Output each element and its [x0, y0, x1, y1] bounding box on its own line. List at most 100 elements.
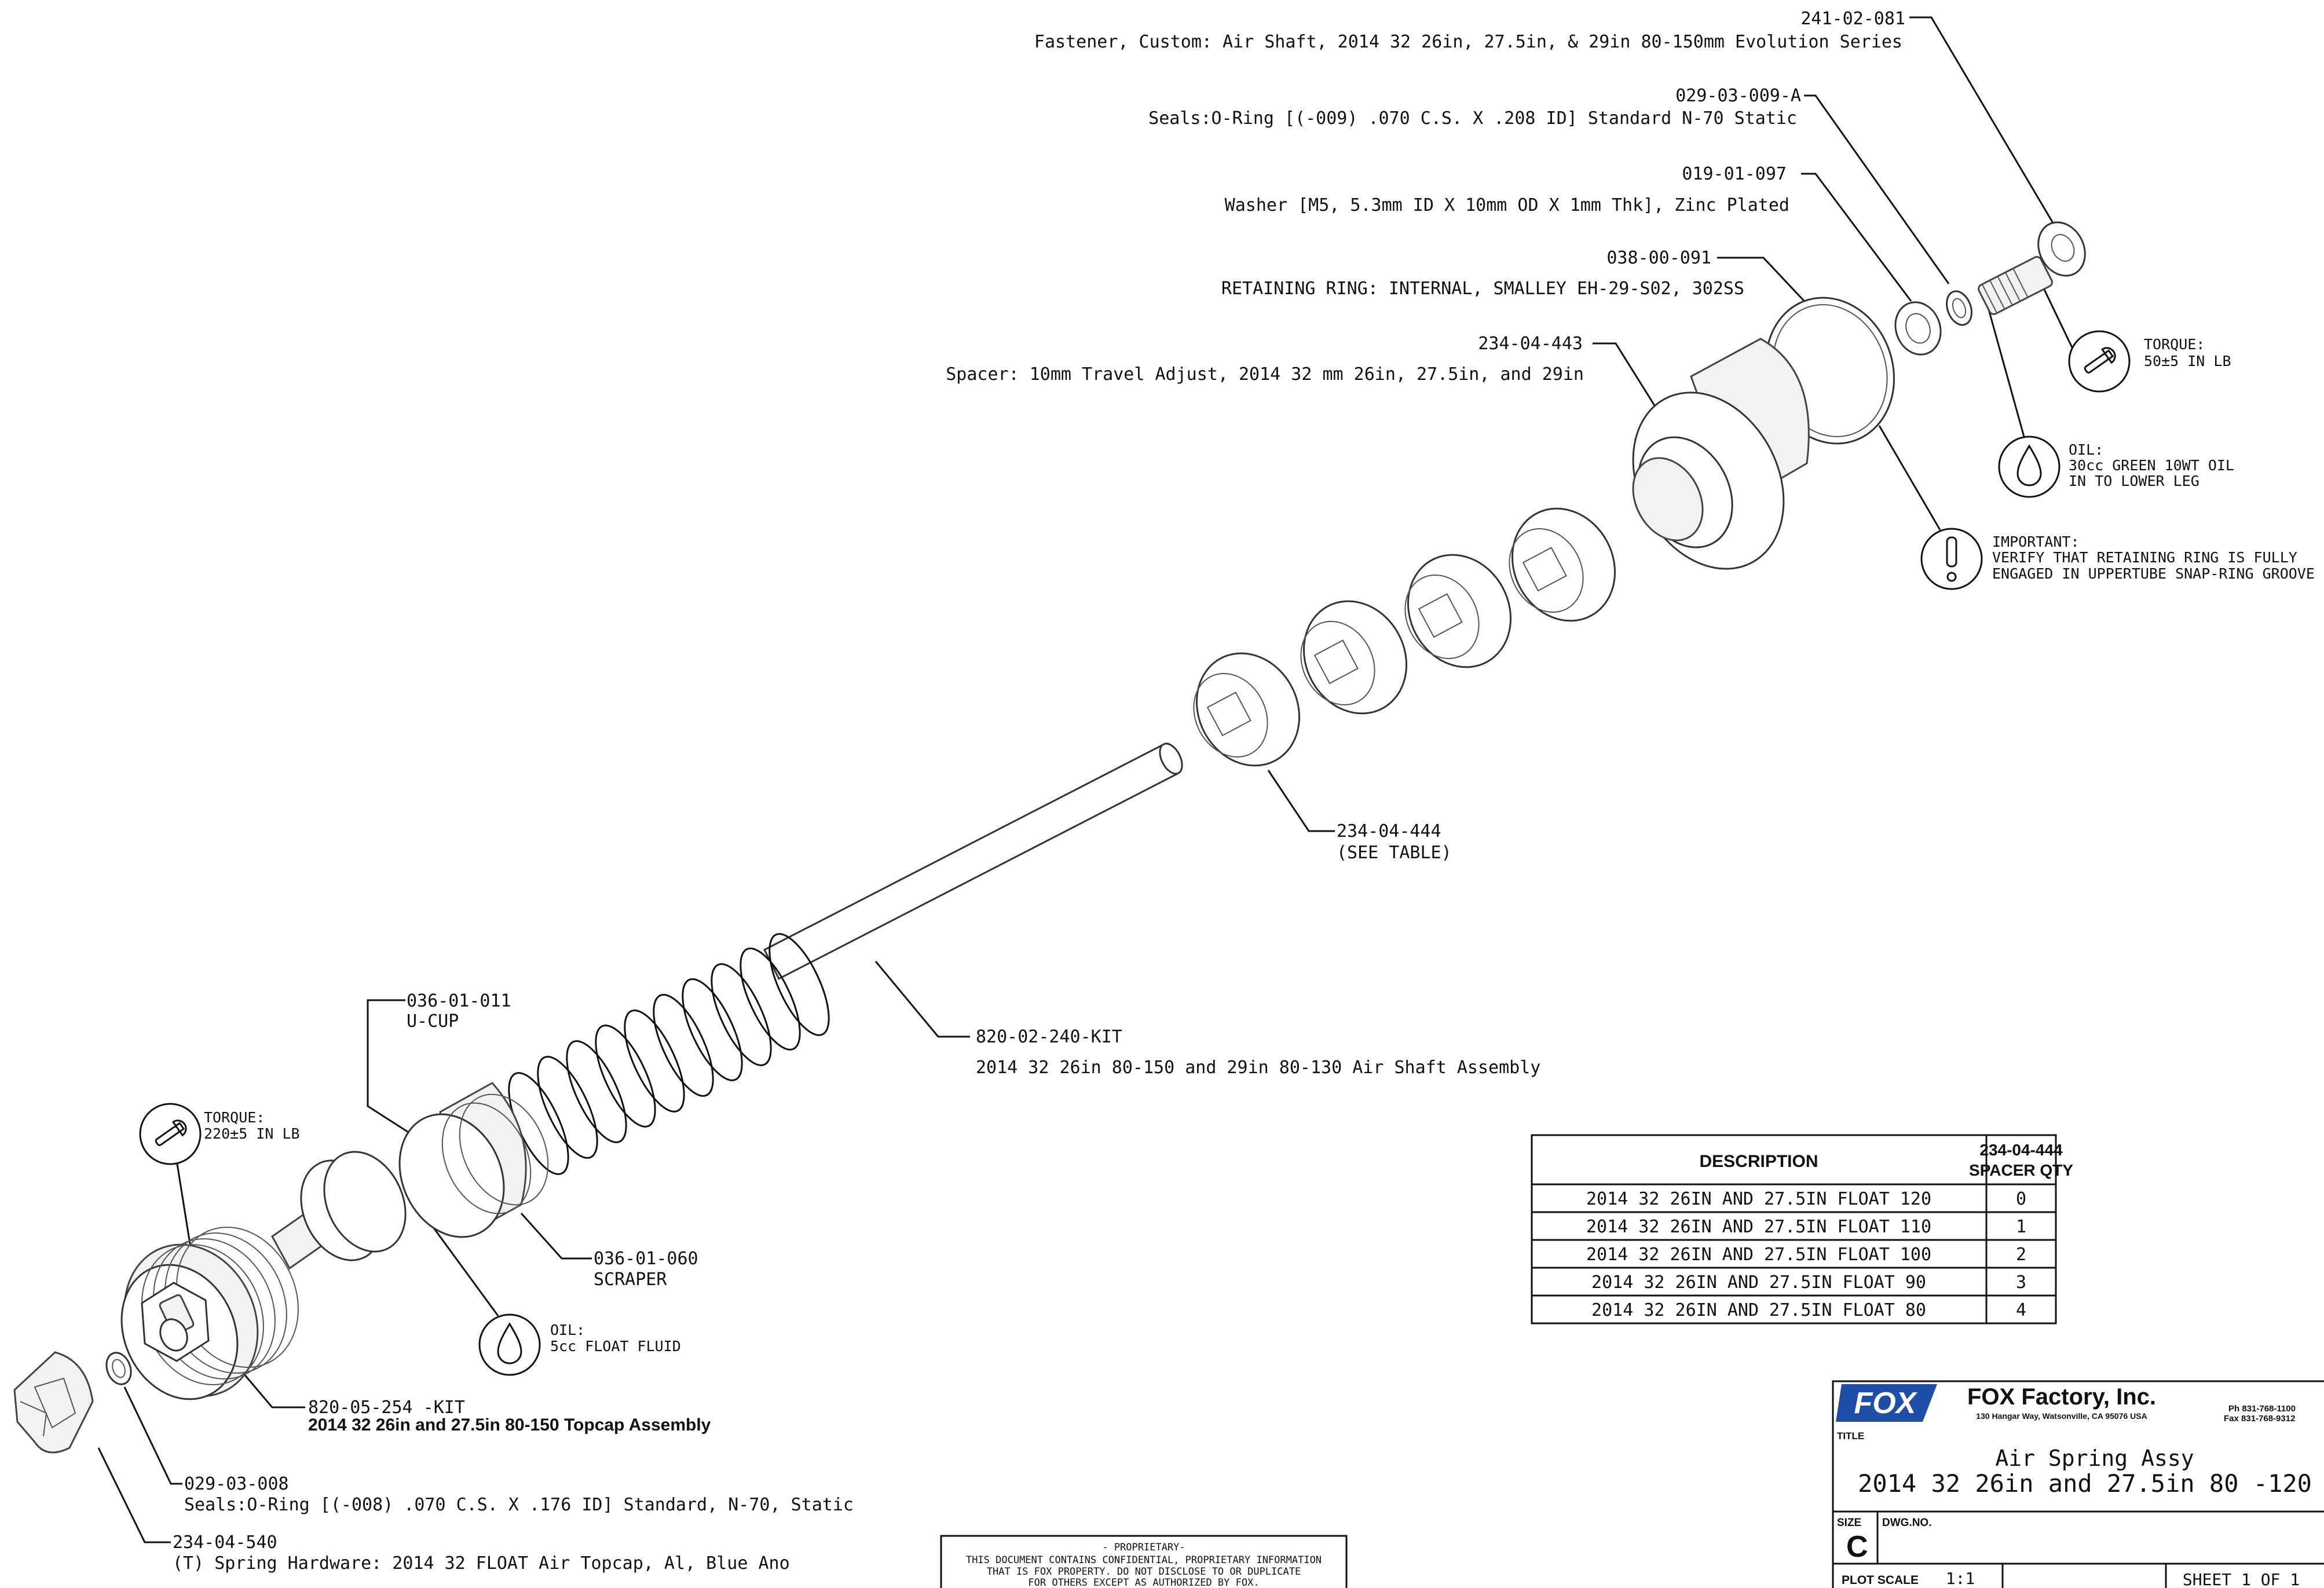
part-washer: [1894, 301, 1942, 356]
note-circle: [1920, 528, 1983, 590]
callout-820-05-254-KIT: 820-05-254 -KIT 2014 32 26in and 27.5in …: [239, 1369, 711, 1435]
spacer-2: [1404, 554, 1512, 668]
svg-text:FOX: FOX: [1854, 1386, 1918, 1420]
callout-029-03-009-A: 029-03-009-A Seals:O-Ring [(-009) .070 C…: [1148, 86, 1950, 284]
note-title: OIL:: [550, 1322, 585, 1338]
part-description: Seals:O-Ring [(-008) .070 C.S. X .176 ID…: [184, 1495, 854, 1515]
leader-line: [874, 961, 970, 1038]
leader-line: [2043, 289, 2073, 348]
oil-drop-icon: [497, 1322, 522, 1364]
part-description: (T) Spring Hardware: 2014 32 FLOAT Air T…: [173, 1553, 790, 1574]
note-line: IN TO LOWER LEG: [2069, 473, 2199, 489]
part-number: 019-01-097: [1682, 164, 1787, 184]
svg-text:2014 32 26IN AND 27.5IN FLOAT: 2014 32 26IN AND 27.5IN FLOAT 100: [1586, 1245, 1931, 1265]
drawing-title-2: 2014 32 26in and 27.5in 80 -120: [1858, 1469, 2312, 1498]
part-number: 820-02-240-KIT: [976, 1027, 1122, 1047]
callout-234-04-444: 234-04-444 (SEE TABLE): [1267, 770, 1452, 863]
note-line: 30cc GREEN 10WT OIL: [2069, 457, 2234, 474]
part-number: 038-00-091: [1606, 248, 1711, 268]
plot-scale-label: PLOT SCALE: [1842, 1574, 1919, 1587]
part-description: (SEE TABLE): [1337, 843, 1452, 863]
note-torque-bottom: TORQUE: 220±5 IN LB: [139, 1103, 300, 1252]
svg-text:1: 1: [2016, 1217, 2026, 1237]
oil-drop-icon: [2016, 444, 2042, 486]
table-header-part: 234-04-444: [1979, 1141, 2063, 1159]
part-description: SCRAPER: [594, 1269, 667, 1290]
leader-line: [430, 1224, 499, 1316]
callout-019-01-097: 019-01-097 Washer [M5, 5.3mm ID X 10mm O…: [1225, 164, 1912, 302]
note-line: 5cc FLOAT FLUID: [550, 1338, 681, 1355]
svg-text:- PROPRIETARY-: - PROPRIETARY-: [1102, 1542, 1185, 1553]
part-number: 036-01-011: [407, 991, 511, 1011]
company-name: FOX Factory, Inc.: [1967, 1384, 2156, 1410]
note-line: 220±5 IN LB: [204, 1125, 300, 1142]
company-fax: Fax 831-768-9312: [2224, 1414, 2295, 1424]
callout-036-01-060: 036-01-060 SCRAPER: [520, 1212, 698, 1290]
svg-text:2014 32 26IN AND 27.5IN FLOAT: 2014 32 26IN AND 27.5IN FLOAT 110: [1586, 1217, 1931, 1237]
wrench-icon: [2084, 347, 2116, 374]
note-title: OIL:: [2069, 441, 2103, 458]
part-description: Fastener, Custom: Air Shaft, 2014 32 26i…: [1034, 32, 1902, 52]
callout-036-01-011: 036-01-011 U-CUP: [367, 991, 511, 1151]
note-line: ENGAGED IN UPPERTUBE SNAP-RING GROOVE: [1992, 565, 2315, 582]
part-number: 029-03-008: [184, 1474, 289, 1494]
spacer-4: [1193, 652, 1301, 767]
exclamation-icon: [1946, 536, 1957, 582]
leader-line: [123, 1386, 182, 1485]
note-circle: [1998, 436, 2061, 498]
leader-line: [1985, 301, 2025, 437]
svg-text:THIS DOCUMENT CONTAINS CONFIDE: THIS DOCUMENT CONTAINS CONFIDENTIAL, PRO…: [966, 1554, 1322, 1566]
svg-text:3: 3: [2016, 1272, 2026, 1293]
part-description: 2014 32 26in and 27.5in 80-150 Topcap As…: [308, 1415, 711, 1435]
wrench-icon: [155, 1119, 187, 1146]
part-o-ring-small: [1946, 290, 1972, 326]
leader-line: [1801, 173, 1912, 302]
note-circle: [2068, 330, 2131, 393]
coil-spring: [508, 933, 830, 1175]
part-fastener-bolt: [1978, 221, 2086, 315]
drawing-title-1: Air Spring Assy: [1995, 1446, 2194, 1471]
note-oil-bottom: OIL: 5cc FLOAT FLUID: [430, 1224, 681, 1376]
proprietary-notice: - PROPRIETARY- THIS DOCUMENT CONTAINS CO…: [940, 1535, 1348, 1588]
note-line: 50±5 IN LB: [2144, 353, 2231, 369]
svg-text:0: 0: [2016, 1189, 2026, 1209]
title-block: FOX FOX Factory, Inc. 130 Hangar Way, Wa…: [1832, 1380, 2324, 1588]
note-circle: [139, 1103, 202, 1165]
svg-text:FOR OTHERS EXCEPT AS AUTHORIZE: FOR OTHERS EXCEPT AS AUTHORIZED BY FOX.: [1028, 1577, 1259, 1588]
table-frame: [1531, 1134, 2057, 1324]
part-air-shaft: [398, 742, 1183, 1238]
size-label: SIZE: [1837, 1517, 1861, 1529]
company-phone: Ph 831-768-1100: [2228, 1404, 2296, 1414]
leader-line: [367, 999, 436, 1151]
part-number: 234-04-444: [1337, 821, 1441, 841]
table-row: 2014 32 26IN AND 27.5IN FLOAT 110 1: [1586, 1217, 2026, 1237]
note-torque-top: TORQUE: 50±5 IN LB: [2043, 289, 2231, 393]
note-line: VERIFY THAT RETAINING RING IS FULLY: [1992, 549, 2297, 566]
part-description: Spacer: 10mm Travel Adjust, 2014 32 mm 2…: [946, 364, 1584, 385]
leader-line: [1717, 257, 1811, 308]
note-title: TORQUE:: [204, 1109, 265, 1126]
table-header-description: DESCRIPTION: [1699, 1152, 1818, 1171]
leader-line: [1909, 16, 2054, 224]
part-number: 241-02-081: [1800, 9, 1905, 29]
spacer-1: [1509, 507, 1616, 622]
part-description: 2014 32 26in 80-150 and 29in 80-130 Air …: [976, 1058, 1540, 1078]
leader-line: [520, 1212, 592, 1260]
leader-line: [1804, 94, 1950, 284]
part-topcap-assembly: [120, 1151, 407, 1400]
part-description: Washer [M5, 5.3mm ID X 10mm OD X 1mm Thk…: [1225, 195, 1789, 215]
callout-029-03-008: 029-03-008 Seals:O-Ring [(-008) .070 C.S…: [123, 1386, 854, 1515]
part-description: U-CUP: [407, 1011, 459, 1031]
callout-038-00-091: 038-00-091 RETAINING RING: INTERNAL, SMA…: [1221, 248, 1811, 308]
table-header-qty: SPACER QTY: [1969, 1161, 2073, 1179]
part-o-ring-topcap: [105, 1352, 132, 1385]
svg-text:2014 32 26IN AND 27.5IN FLOAT: 2014 32 26IN AND 27.5IN FLOAT 80: [1591, 1300, 1926, 1320]
svg-text:2: 2: [2016, 1245, 2026, 1265]
callout-820-02-240-KIT: 820-02-240-KIT 2014 32 26in 80-150 and 2…: [874, 961, 1540, 1078]
leader-line: [239, 1369, 305, 1408]
note-oil-top: OIL: 30cc GREEN 10WT OIL IN TO LOWER LEG: [1985, 301, 2234, 498]
part-number: 234-04-443: [1478, 334, 1583, 354]
part-travel-spacer: [1632, 338, 1810, 570]
part-number: 820-05-254 -KIT: [308, 1397, 465, 1418]
